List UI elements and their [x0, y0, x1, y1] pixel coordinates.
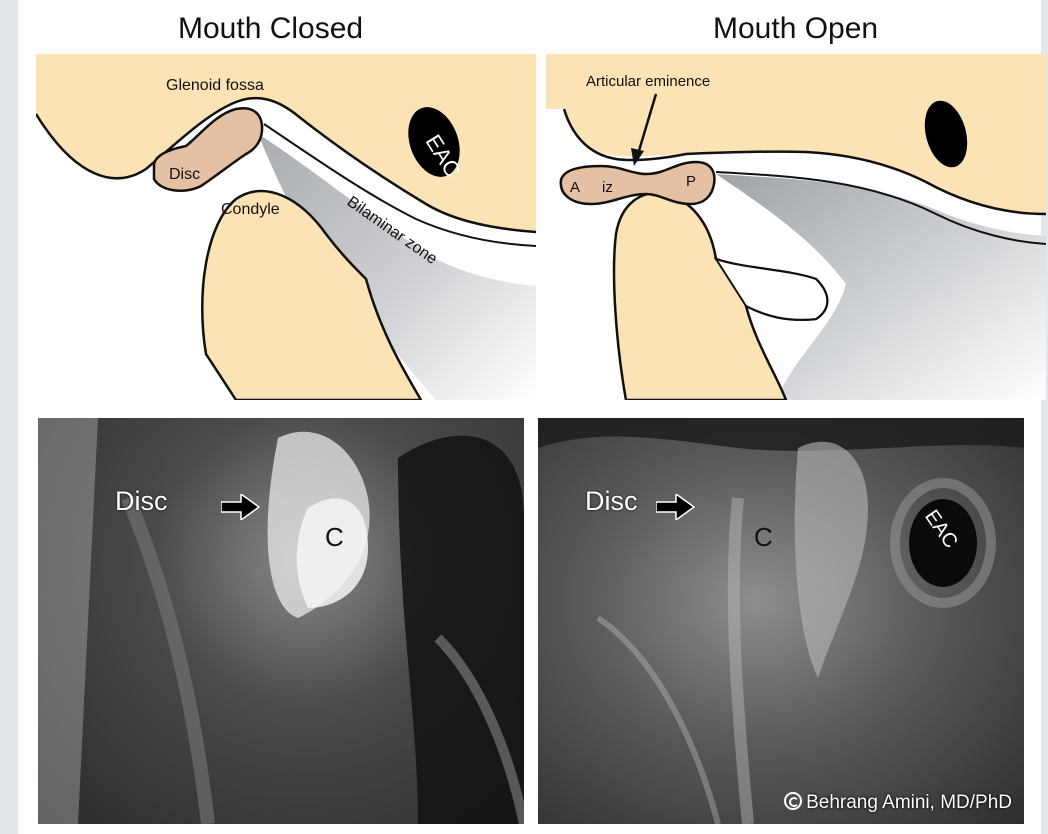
mouth-closed-diagram: EAC Glenoid fossa Disc Condyle Bilaminar… — [36, 54, 536, 400]
disc-label: Disc — [169, 166, 200, 183]
posterior-band-label: P — [686, 173, 696, 190]
intermediate-zone-label: iz — [602, 179, 613, 196]
mri-mouth-open: Disc C EAC Behrang Amini, MD/PhD — [538, 418, 1024, 824]
mri-disc-label: Disc — [585, 486, 638, 517]
anterior-band-label: A — [570, 179, 580, 196]
right-arrow-icon — [221, 494, 261, 520]
mri-condyle-label: C — [754, 522, 773, 553]
credit-text: Behrang Amini, MD/PhD — [784, 792, 1012, 814]
mri-mouth-closed: Disc C — [38, 418, 524, 824]
right-arrow-icon — [656, 494, 696, 520]
condyle-label: Condyle — [221, 201, 280, 218]
mri-condyle-label: C — [325, 522, 344, 553]
mouth-open-title: Mouth Open — [713, 12, 878, 46]
copyright-icon — [784, 792, 802, 810]
glenoid-fossa-label: Glenoid fossa — [166, 77, 264, 94]
articular-eminence-label: Articular eminence — [586, 73, 710, 90]
figure-frame: Mouth Closed Mouth Open EAC — [18, 0, 1041, 834]
mouth-closed-title: Mouth Closed — [178, 12, 363, 46]
mri-disc-label: Disc — [115, 486, 168, 517]
mouth-open-diagram: Articular eminence A iz P — [546, 54, 1046, 400]
